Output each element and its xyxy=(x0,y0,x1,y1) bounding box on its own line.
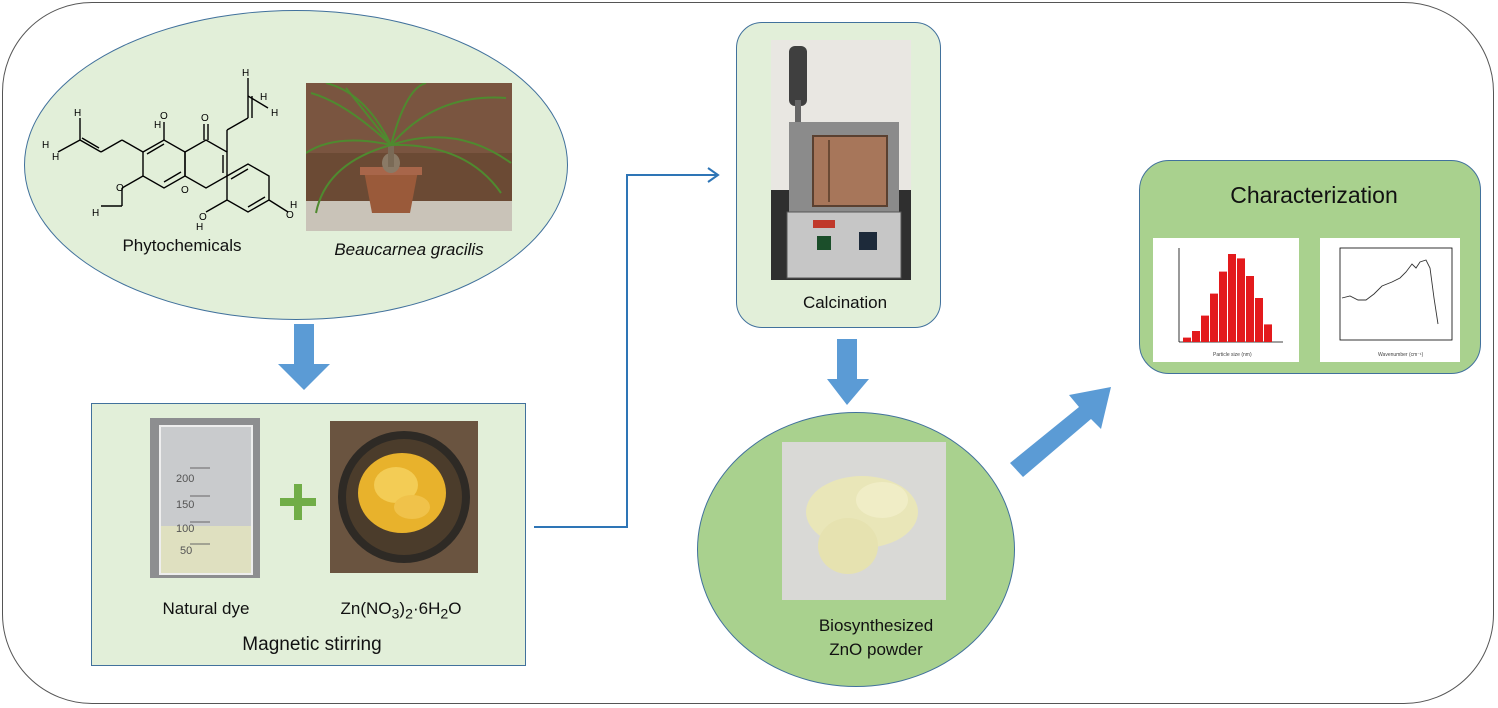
svg-text:H: H xyxy=(52,152,59,163)
svg-text:H: H xyxy=(42,140,49,151)
svg-text:O: O xyxy=(160,111,168,122)
svg-text:O: O xyxy=(201,113,209,124)
histogram-bar xyxy=(1237,258,1245,342)
arrow-down-icon-2 xyxy=(827,339,869,405)
zno-powder-photo xyxy=(782,442,946,600)
spectrum-thumbnail: Wavenumber (cm⁻¹) xyxy=(1320,238,1460,362)
svg-text:H: H xyxy=(242,68,249,79)
svg-text:O: O xyxy=(286,210,294,221)
natural-dye-label: Natural dye xyxy=(162,599,250,618)
svg-text:H: H xyxy=(92,208,99,219)
histogram-thumbnail: Particle size (nm) xyxy=(1153,238,1299,362)
svg-text:Wavenumber (cm⁻¹): Wavenumber (cm⁻¹) xyxy=(1378,352,1424,358)
molecule-structure-icon: O O O O O O H H H H H H H H H H xyxy=(42,68,297,233)
histogram-bar xyxy=(1210,293,1218,342)
powder-label-line1: Biosynthesized xyxy=(818,616,934,635)
histogram-bar xyxy=(1228,254,1236,342)
arrow-diagonal-icon xyxy=(1010,387,1111,477)
powder-label-line2: ZnO powder xyxy=(829,640,923,659)
histogram-bar xyxy=(1246,276,1254,342)
plant-name-label: Beaucarnea gracilis xyxy=(334,240,484,259)
connector-arrow-icon xyxy=(534,167,720,528)
histogram-bar xyxy=(1183,337,1191,342)
magnetic-stirring-label: Magnetic stirring xyxy=(242,634,382,655)
svg-text:H: H xyxy=(196,222,203,233)
calcination-label: Calcination xyxy=(802,293,888,312)
furnace-photo xyxy=(771,40,911,280)
svg-text:Particle size (nm): Particle size (nm) xyxy=(1213,352,1252,358)
beaker-mark-150: 150 xyxy=(176,499,194,511)
arrow-down-icon xyxy=(278,324,330,390)
plant-photo xyxy=(306,83,512,231)
svg-text:O: O xyxy=(116,183,124,194)
histogram-bar xyxy=(1255,298,1263,342)
characterization-title: Characterization xyxy=(1230,182,1398,208)
svg-text:H: H xyxy=(154,120,161,131)
plus-icon xyxy=(280,484,316,520)
svg-text:H: H xyxy=(74,108,81,119)
svg-text:H: H xyxy=(271,108,278,119)
svg-text:O: O xyxy=(181,185,189,196)
histogram-bar xyxy=(1192,331,1200,342)
svg-text:H: H xyxy=(260,92,267,103)
zinc-nitrate-label: Zn(NO3)2·6H2O xyxy=(340,599,462,623)
histogram-bar xyxy=(1264,324,1272,342)
beaker-mark-100: 100 xyxy=(176,523,194,535)
svg-text:H: H xyxy=(290,200,297,211)
phytochemicals-label: Phytochemicals xyxy=(122,236,242,255)
histogram-bar xyxy=(1201,315,1209,342)
histogram-bar xyxy=(1219,271,1227,342)
beaker-photo: 200 150 100 50 xyxy=(150,418,260,578)
zinc-nitrate-photo xyxy=(330,421,478,573)
beaker-mark-200: 200 xyxy=(176,473,194,485)
beaker-mark-50: 50 xyxy=(180,545,192,557)
svg-text:O: O xyxy=(199,212,207,223)
